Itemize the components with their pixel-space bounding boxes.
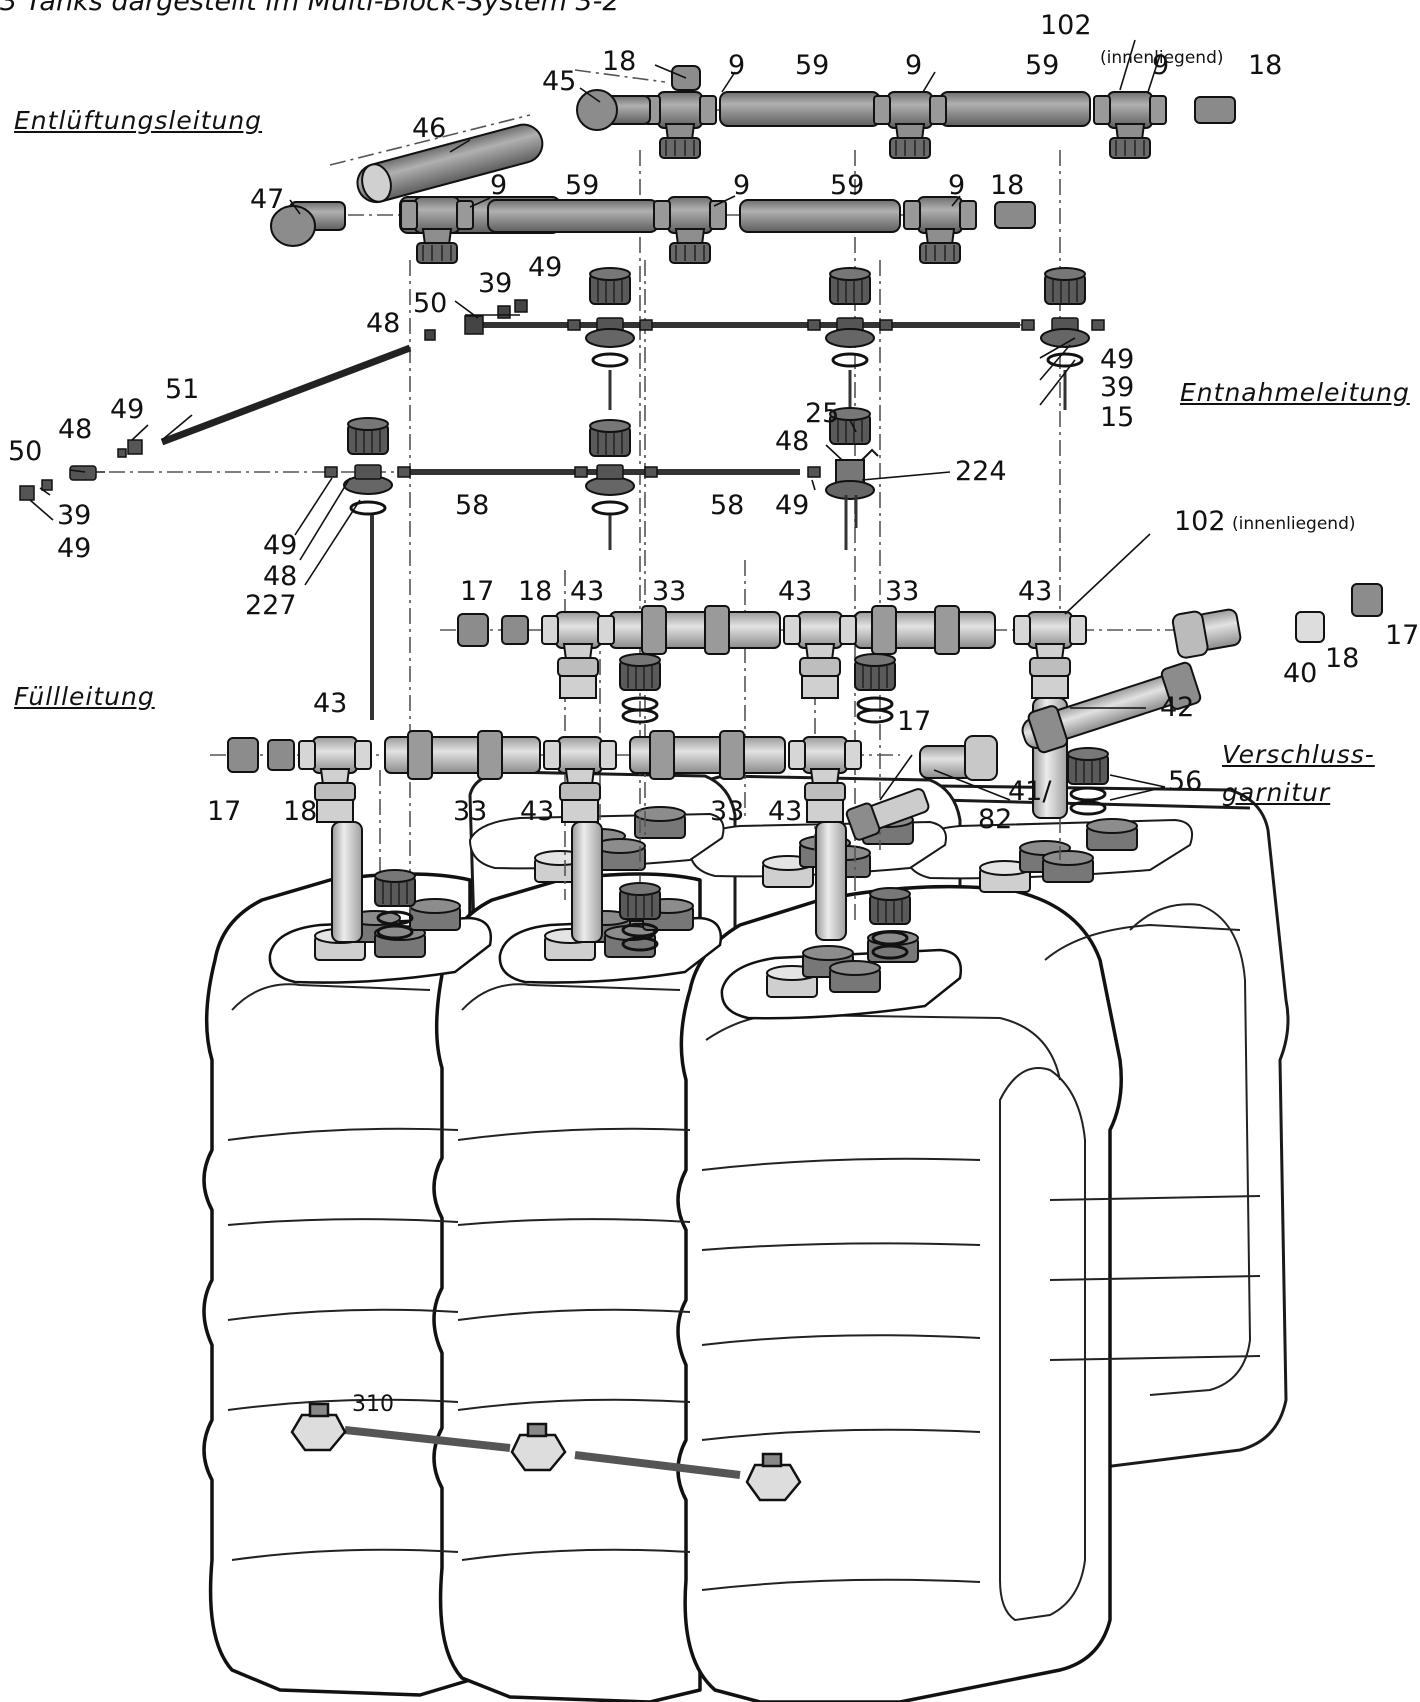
part-label: 45	[542, 66, 577, 97]
part-label: 102	[1174, 506, 1226, 537]
part-label: 9	[948, 170, 966, 201]
part-label: 59	[795, 50, 830, 81]
part-label: 43	[768, 796, 803, 827]
part-label: 18	[1248, 50, 1283, 81]
part-label: 48	[775, 426, 810, 457]
part-label: 50	[8, 436, 43, 467]
part-label: 48	[366, 308, 401, 339]
part-label: 51	[165, 374, 200, 405]
part-label: 56	[1168, 766, 1203, 797]
part-label: 43	[1018, 576, 1053, 607]
part-label: 43	[313, 688, 348, 719]
part-label: 43	[778, 576, 813, 607]
part-label: 39	[1100, 372, 1135, 403]
part-label: 9	[733, 170, 751, 201]
part-label: 9	[490, 170, 508, 201]
part-label: 59	[1025, 50, 1060, 81]
part-label: 18	[1325, 643, 1360, 674]
part-label: 227	[245, 590, 297, 621]
part-label: 9	[905, 50, 923, 81]
note-inside-bottom: (innenliegend)	[1232, 514, 1356, 534]
part-label: 47	[250, 184, 285, 215]
part-label: 33	[453, 796, 488, 827]
part-label: 18	[602, 46, 637, 77]
part-label: 33	[652, 576, 687, 607]
part-label: 17	[207, 796, 242, 827]
part-label: 41/	[1008, 776, 1052, 807]
part-label: 33	[885, 576, 920, 607]
part-label: 59	[830, 170, 865, 201]
part-label: 17	[1385, 620, 1420, 651]
part-label: 49	[263, 530, 298, 561]
section-label-fuell: Füllleitung	[14, 682, 155, 711]
part-label: 42	[1160, 692, 1195, 723]
section-label-verschluss-1: Verschluss-	[1222, 740, 1375, 769]
part-label: 48	[58, 414, 93, 445]
part-label: 18	[990, 170, 1025, 201]
part-label: 18	[283, 796, 318, 827]
part-label: 33	[710, 796, 745, 827]
part-label: 49	[110, 394, 145, 425]
part-label: 43	[520, 796, 555, 827]
part-label: 82	[978, 804, 1013, 835]
part-label: 46	[412, 113, 447, 144]
part-label: 17	[460, 576, 495, 607]
part-label: 50	[413, 288, 448, 319]
part-label: 39	[57, 500, 92, 531]
part-label: 102	[1040, 10, 1092, 41]
part-label: 40	[1283, 658, 1318, 689]
part-label: 49	[57, 533, 92, 564]
part-label: 48	[263, 561, 298, 592]
section-label-entlueftung: Entlüftungsleitung	[14, 106, 263, 135]
part-label: 9	[728, 50, 746, 81]
part-label: 49	[528, 252, 563, 283]
part-label: 58	[455, 490, 490, 521]
figure-caption: 3 Tanks dargestellt im Multi-Block-Syste…	[0, 0, 620, 17]
part-label: 39	[478, 268, 513, 299]
part-label: 43	[570, 576, 605, 607]
part-label: 310	[352, 1392, 394, 1417]
part-label: 224	[955, 456, 1007, 487]
section-label-entnahme: Entnahmeleitung	[1180, 378, 1410, 407]
part-label: 49	[1100, 344, 1135, 375]
section-label-verschluss-2: garnitur	[1222, 778, 1331, 807]
note-inside-top: (innenliegend)	[1100, 48, 1224, 68]
part-label: 18	[518, 576, 553, 607]
part-label: 59	[565, 170, 600, 201]
part-label: 49	[775, 490, 810, 521]
part-label: 58	[710, 490, 745, 521]
part-label: 15	[1100, 402, 1135, 433]
part-label: 9	[1152, 50, 1170, 81]
part-label: 25	[805, 398, 840, 429]
part-label: 17	[897, 706, 932, 737]
